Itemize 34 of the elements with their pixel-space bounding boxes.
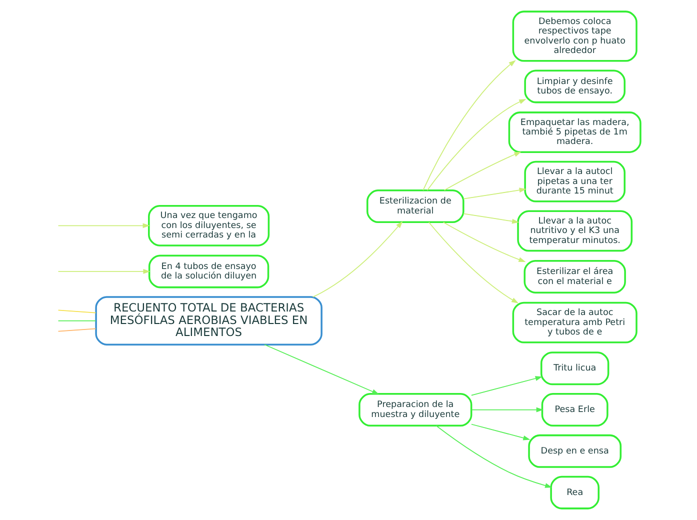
node-box: Esterilizar el área con el material e	[523, 260, 626, 294]
arrow	[462, 188, 526, 200]
arrow	[312, 221, 402, 298]
node-box: Debemos coloca respectivos tape envolverlo con p huato alrededor	[512, 10, 637, 62]
node-box: Preparacion de la muestra y diluyente	[358, 393, 472, 426]
node-box: Esterilizacion de material	[366, 190, 464, 223]
arrow	[264, 344, 379, 394]
arrow	[470, 376, 542, 396]
arrow	[428, 222, 518, 304]
node-box: Rea	[550, 476, 599, 510]
arrow	[426, 98, 526, 191]
arrow	[470, 407, 543, 412]
node-box: Tritu licua	[540, 352, 609, 386]
arrow	[443, 152, 521, 191]
arrow	[462, 213, 519, 224]
node-box: Desp en e ensa	[528, 434, 622, 468]
arrow	[57, 223, 150, 228]
node-box: Limpiar y desinfe tubos de ensayo.	[524, 70, 625, 104]
node-box: Llevar a la autocl pipetas a una ter durante 15 minut	[524, 160, 625, 202]
arrow	[57, 268, 150, 274]
node-box: Llevar a la autoc nutritivo y el K3 una temperatur minutos.	[516, 210, 632, 252]
arrow	[422, 60, 516, 191]
node-box: RECUENTO TOTAL DE BACTERIAS MESÓFILAS AEROBIAS VIABLES EN ALIMENTOS	[94, 296, 322, 346]
connector	[57, 320, 96, 322]
arrow	[470, 424, 530, 440]
node-box: Pesa Erle	[540, 393, 608, 426]
node-box: Una vez que tengamo con los diluyentes, se semi cerradas y en la	[148, 204, 270, 246]
node-box: Sacar de la autoc temperatura amb Petri y tubos de e	[512, 302, 637, 344]
connector	[57, 328, 96, 332]
node-box: Empaquetar las madera, tambié 5 pipetas de 1m madera.	[508, 112, 641, 153]
arrow	[442, 222, 526, 262]
connector	[57, 310, 96, 314]
node-box: En 4 tubos de ensayo de la solución diluyen	[148, 254, 269, 288]
arrow	[435, 425, 552, 488]
